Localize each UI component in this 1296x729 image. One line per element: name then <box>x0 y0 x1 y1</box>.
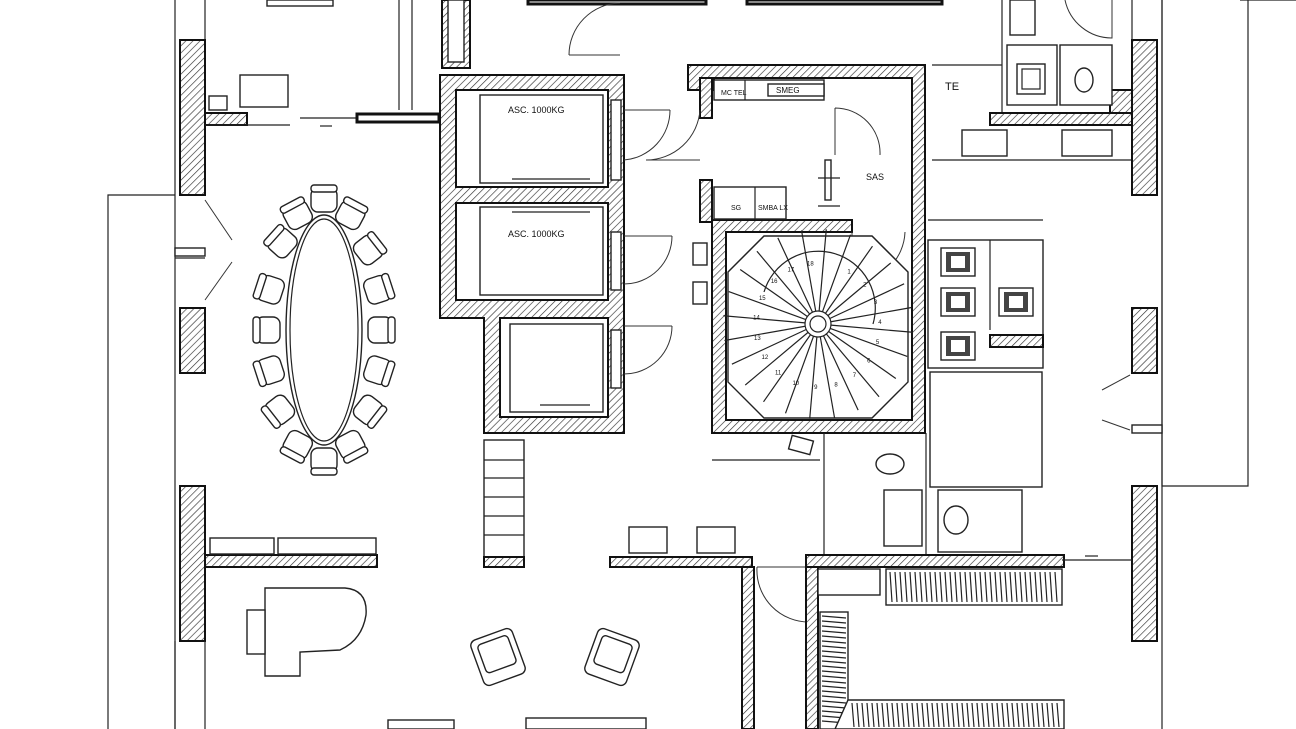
stair-number: 14 <box>753 315 760 321</box>
chair <box>310 447 338 476</box>
dressing-area <box>609 526 1132 729</box>
stair-number: 15 <box>759 296 766 302</box>
smeg-label: SMEG <box>776 86 800 95</box>
sas-label: SAS <box>866 172 884 182</box>
stair-number: 6 <box>867 359 871 365</box>
stair-number: 2 <box>863 282 867 288</box>
armchair-left <box>470 627 526 687</box>
te-label: TE <box>945 81 959 93</box>
conference-chairs <box>252 184 396 476</box>
top-right-rooms: TE <box>932 0 1133 161</box>
chair <box>367 316 396 344</box>
chair <box>352 231 388 266</box>
stair-number: 11 <box>775 371 782 377</box>
elevator-2-label: ASC. 1000KG <box>508 229 565 239</box>
chair <box>279 429 314 464</box>
burner <box>940 331 976 361</box>
top-left-room <box>205 0 441 127</box>
stair-number: 8 <box>834 382 838 388</box>
chair <box>352 394 388 429</box>
right-facade <box>1101 0 1296 729</box>
spiral-stair <box>723 229 913 419</box>
stair-number: 18 <box>807 262 814 268</box>
elevator-core <box>439 74 673 568</box>
sg-label: SG <box>731 205 741 212</box>
stair-number: 17 <box>787 267 794 273</box>
chair <box>279 196 314 231</box>
left-facade <box>107 0 248 729</box>
stair-number: 3 <box>874 300 878 306</box>
service-core <box>645 64 926 461</box>
stair-number: 10 <box>792 381 799 387</box>
stair-number: 12 <box>762 355 769 361</box>
chair <box>362 272 396 305</box>
stair-number: 1 <box>847 269 851 275</box>
top-center <box>441 0 1003 120</box>
kitchen <box>823 219 1044 555</box>
chair <box>310 184 338 213</box>
stair-number: 5 <box>876 340 880 346</box>
mc-tel-label: MC TEL <box>721 90 747 97</box>
armchair-right <box>584 627 640 687</box>
steps <box>483 439 525 559</box>
smba-lx-label: SMBA LX <box>758 205 788 212</box>
chair <box>263 223 298 259</box>
stair-number: 13 <box>754 336 761 342</box>
burner <box>940 287 976 317</box>
elevator-1-label: ASC. 1000KG <box>508 105 565 115</box>
chair <box>252 272 286 305</box>
chair <box>252 316 281 344</box>
stair-number: 9 <box>814 385 818 391</box>
stair-number: 4 <box>878 320 882 326</box>
chair <box>260 394 296 429</box>
burner <box>998 287 1034 317</box>
conference-table <box>285 214 363 446</box>
stair-number: 7 <box>853 373 857 379</box>
chair <box>252 355 286 388</box>
chair <box>334 429 369 464</box>
burner <box>940 247 976 277</box>
lounge-area <box>204 537 647 729</box>
chair <box>362 355 396 388</box>
stair-number: 16 <box>771 279 778 285</box>
grand-piano <box>264 587 367 677</box>
chair <box>334 196 369 231</box>
